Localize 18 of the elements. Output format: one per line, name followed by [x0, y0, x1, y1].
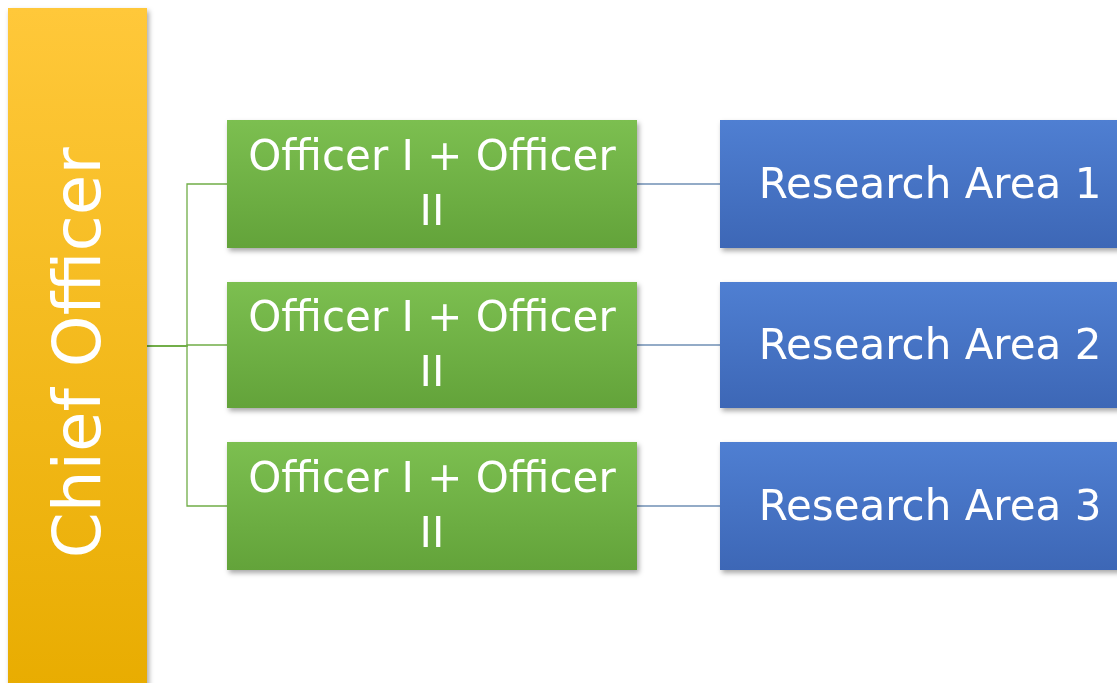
connector-line	[636, 505, 721, 507]
role-box	[720, 442, 1117, 570]
connector-line	[146, 345, 228, 507]
box-label: Officer I + Officer II	[247, 452, 617, 559]
box-label: Officer I + Officer II	[247, 291, 617, 398]
title-bar	[8, 8, 147, 683]
connector-line	[636, 183, 721, 185]
role-box	[720, 120, 1117, 248]
role-box	[227, 442, 637, 570]
role-box	[720, 282, 1117, 408]
box-label: Research Area 2	[757, 318, 1103, 371]
box-label: Research Area 3	[757, 479, 1103, 532]
role-box	[227, 120, 637, 248]
role-box	[227, 282, 637, 408]
box-label: Research Area 1	[757, 157, 1103, 210]
box-label: Officer I + Officer II	[247, 130, 617, 237]
box-label: Chief Officer	[37, 146, 117, 561]
connector-line	[636, 344, 721, 346]
